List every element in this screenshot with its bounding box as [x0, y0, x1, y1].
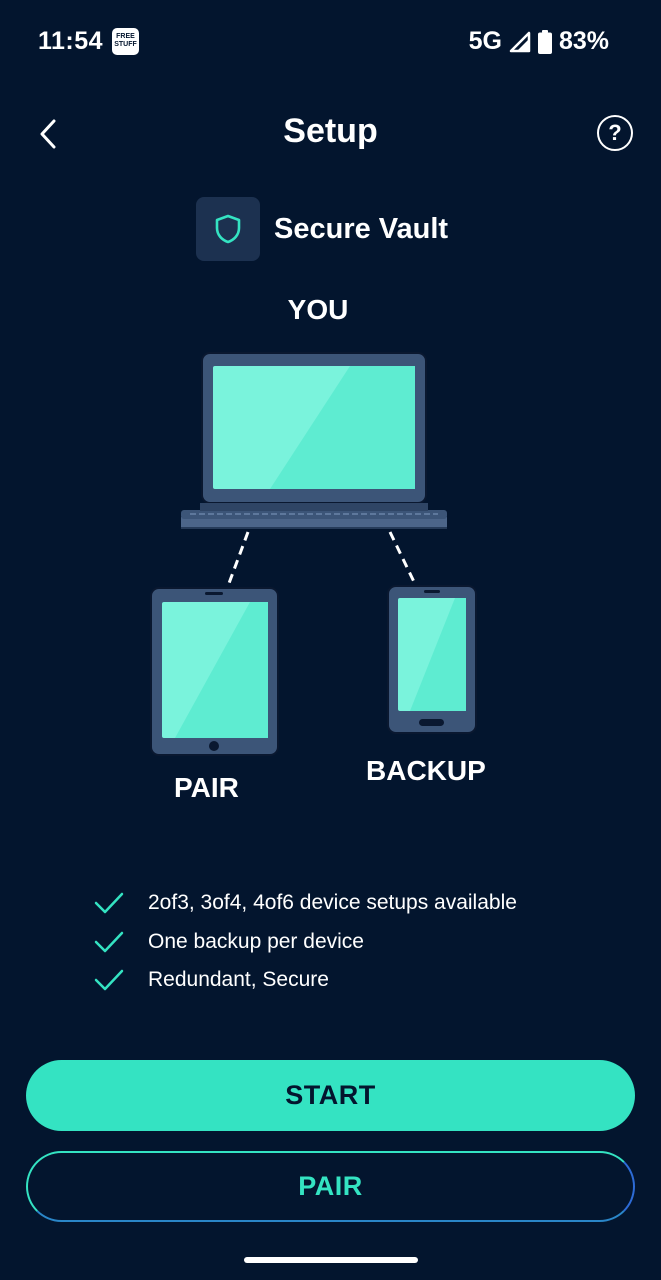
feature-text: 2of3, 3of4, 4of6 device setups available	[148, 891, 517, 915]
status-indicators: 5G 83%	[469, 27, 609, 56]
you-label: YOU	[287, 294, 349, 325]
laptop-icon	[181, 352, 447, 529]
vault-badge	[196, 197, 260, 261]
backup-connector	[388, 531, 418, 587]
pair-device-label: PAIR	[174, 772, 239, 803]
check-icon	[94, 970, 124, 991]
feature-text: One backup per device	[148, 929, 364, 953]
feature-text: Redundant, Secure	[148, 968, 329, 992]
list-item: 2of3, 3of4, 4of6 device setups available	[92, 884, 517, 923]
phone-icon	[387, 585, 477, 734]
list-item: Redundant, Secure	[92, 961, 517, 1000]
vault-header: Secure Vault	[196, 197, 448, 261]
back-button[interactable]	[28, 112, 68, 156]
help-button[interactable]: ?	[597, 115, 633, 151]
signal-icon	[509, 31, 531, 52]
page-title: Setup	[283, 112, 378, 150]
status-time: 11:54	[38, 27, 104, 55]
start-button[interactable]: START	[26, 1060, 635, 1131]
check-icon	[94, 931, 124, 952]
check-icon	[94, 893, 124, 914]
pair-connector	[226, 531, 250, 587]
help-icon: ?	[608, 120, 622, 145]
home-indicator[interactable]	[244, 1257, 418, 1263]
pair-button-label: PAIR	[298, 1171, 363, 1201]
feature-list: 2of3, 3of4, 4of6 device setups available…	[92, 884, 517, 1000]
list-item: One backup per device	[92, 923, 517, 962]
battery-level: 83%	[558, 27, 609, 55]
battery-icon	[537, 29, 552, 54]
vault-name: Secure Vault	[274, 212, 449, 245]
backup-device-label: BACKUP	[366, 755, 486, 786]
pair-button[interactable]: PAIR	[26, 1151, 635, 1222]
shield-icon	[215, 214, 241, 244]
start-button-label: START	[285, 1080, 376, 1110]
tablet-icon	[150, 587, 279, 756]
network-type: 5G	[468, 27, 502, 55]
chevron-left-icon	[40, 119, 56, 149]
